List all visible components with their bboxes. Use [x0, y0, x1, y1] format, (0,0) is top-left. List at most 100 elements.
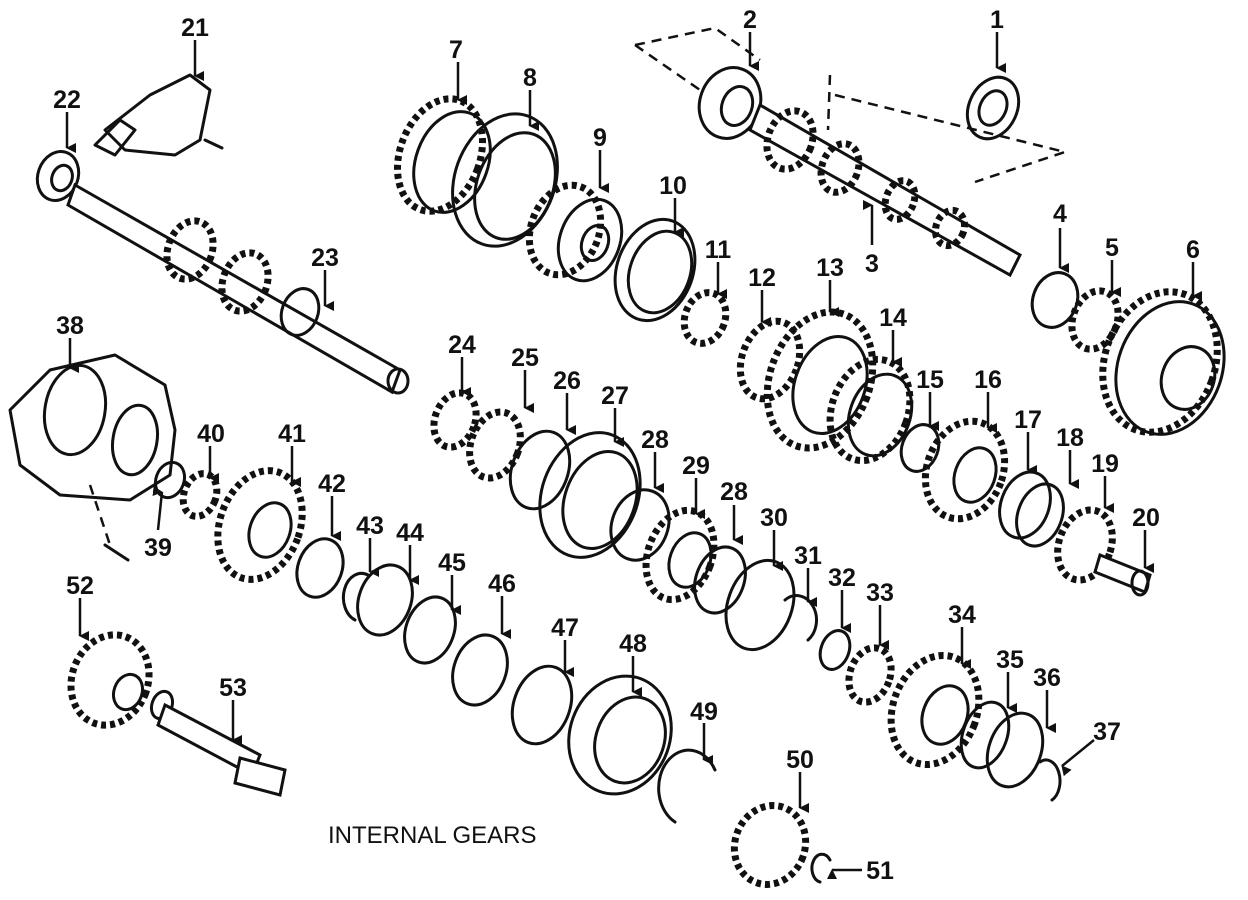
callout-label: 4 [1053, 200, 1067, 228]
callout-label: 2 [743, 6, 757, 34]
callout-label: 17 [1014, 406, 1042, 434]
callout-18: 18 [1056, 424, 1084, 489]
callout-32: 32 [828, 564, 856, 633]
callout-label: 44 [396, 519, 424, 547]
callout-label: 3 [865, 250, 879, 278]
callout-label: 34 [948, 601, 976, 629]
callout-44: 44 [396, 519, 424, 585]
callout-label: 36 [1033, 664, 1061, 692]
callout-49: 49 [690, 698, 718, 765]
callout-30: 30 [760, 504, 788, 571]
callout-9: 9 [593, 124, 609, 193]
callout-23: 23 [311, 244, 339, 311]
callout-28b: 28 [720, 478, 748, 545]
callout-13: 13 [816, 254, 844, 317]
callout-48: 48 [619, 630, 647, 697]
callout-28a: 28 [641, 426, 669, 493]
callout-2: 2 [743, 6, 759, 71]
callout-label: 50 [786, 746, 814, 774]
callout-12: 12 [748, 264, 776, 327]
callout-4: 4 [1053, 200, 1069, 273]
callout-label: 28 [720, 478, 748, 506]
callout-label: 43 [356, 512, 384, 540]
callout-46: 46 [488, 570, 516, 639]
callout-label: 33 [866, 579, 894, 607]
callout-label: 22 [53, 86, 81, 114]
callout-label: 10 [659, 172, 687, 200]
callout-38: 38 [56, 312, 84, 373]
callout-label: 30 [760, 504, 788, 532]
callout-26: 26 [553, 367, 581, 435]
callout-15: 15 [916, 366, 944, 431]
callout-label: 8 [523, 64, 537, 92]
callout-label: 53 [219, 674, 247, 702]
callout-33: 33 [866, 579, 894, 650]
callout-label: 49 [690, 698, 718, 726]
reverse-gears-group [8, 353, 832, 888]
callout-label: 25 [511, 344, 539, 372]
callout-label: 21 [181, 14, 209, 42]
callout-37: 37 [1061, 718, 1121, 777]
input-shaft-group [35, 73, 410, 395]
callout-50: 50 [786, 746, 814, 813]
callout-labels: 1 2 3 4 5 6 7 8 9 10 11 12 13 14 15 16 1… [53, 6, 1202, 885]
callout-label: 47 [551, 614, 579, 642]
callout-47: 47 [551, 614, 579, 677]
callout-label: 18 [1056, 424, 1084, 452]
callout-label: 26 [553, 367, 581, 395]
callout-label: 31 [794, 542, 822, 570]
callout-label: 28 [641, 426, 669, 454]
callout-label: 13 [816, 254, 844, 282]
callout-40: 40 [197, 420, 225, 483]
callout-label: 23 [311, 244, 339, 272]
callout-label: 32 [828, 564, 856, 592]
callout-label: 35 [996, 646, 1024, 674]
callout-43: 43 [356, 512, 384, 577]
callout-label: 39 [144, 534, 172, 562]
callout-label: 48 [619, 630, 647, 658]
callout-label: 11 [705, 236, 732, 264]
callout-19: 19 [1091, 450, 1119, 513]
callout-41: 41 [278, 420, 306, 487]
callout-label: 6 [1186, 236, 1200, 264]
callout-39: 39 [144, 486, 172, 562]
callout-label: 51 [866, 857, 894, 885]
callout-14: 14 [879, 304, 907, 367]
callout-label: 41 [278, 420, 306, 448]
callout-label: 1 [990, 6, 1004, 34]
callout-10: 10 [659, 172, 687, 237]
callout-label: 29 [682, 452, 710, 480]
callout-35: 35 [996, 646, 1024, 713]
callout-label: 24 [448, 331, 476, 359]
callout-45: 45 [438, 549, 466, 615]
callout-label: 12 [748, 264, 776, 292]
callout-17: 17 [1014, 406, 1042, 475]
callout-label: 5 [1105, 234, 1119, 262]
callout-8: 8 [523, 64, 539, 131]
counter-shaft-group [634, 26, 1226, 436]
callout-1: 1 [990, 6, 1006, 73]
callout-53: 53 [219, 674, 247, 745]
callout-22: 22 [53, 86, 81, 153]
callout-5: 5 [1105, 234, 1121, 297]
callout-52: 52 [66, 572, 94, 641]
callout-label: 37 [1093, 718, 1121, 746]
callout-11: 11 [705, 236, 732, 299]
callout-label: 9 [593, 124, 607, 152]
callout-label: 14 [879, 304, 907, 332]
callout-label: 15 [916, 366, 944, 394]
callout-24: 24 [448, 331, 476, 397]
callout-3: 3 [863, 200, 879, 278]
callout-label: 40 [197, 420, 225, 448]
callout-label: 16 [974, 366, 1002, 394]
callout-21: 21 [181, 14, 209, 81]
callout-label: 7 [449, 36, 463, 64]
diagram-caption: INTERNAL GEARS [328, 822, 537, 849]
callout-16: 16 [974, 366, 1002, 433]
callout-label: 42 [318, 470, 346, 498]
callout-label: 20 [1132, 504, 1160, 532]
callout-27: 27 [601, 382, 629, 447]
callout-29: 29 [682, 452, 710, 519]
callout-42: 42 [318, 470, 346, 541]
